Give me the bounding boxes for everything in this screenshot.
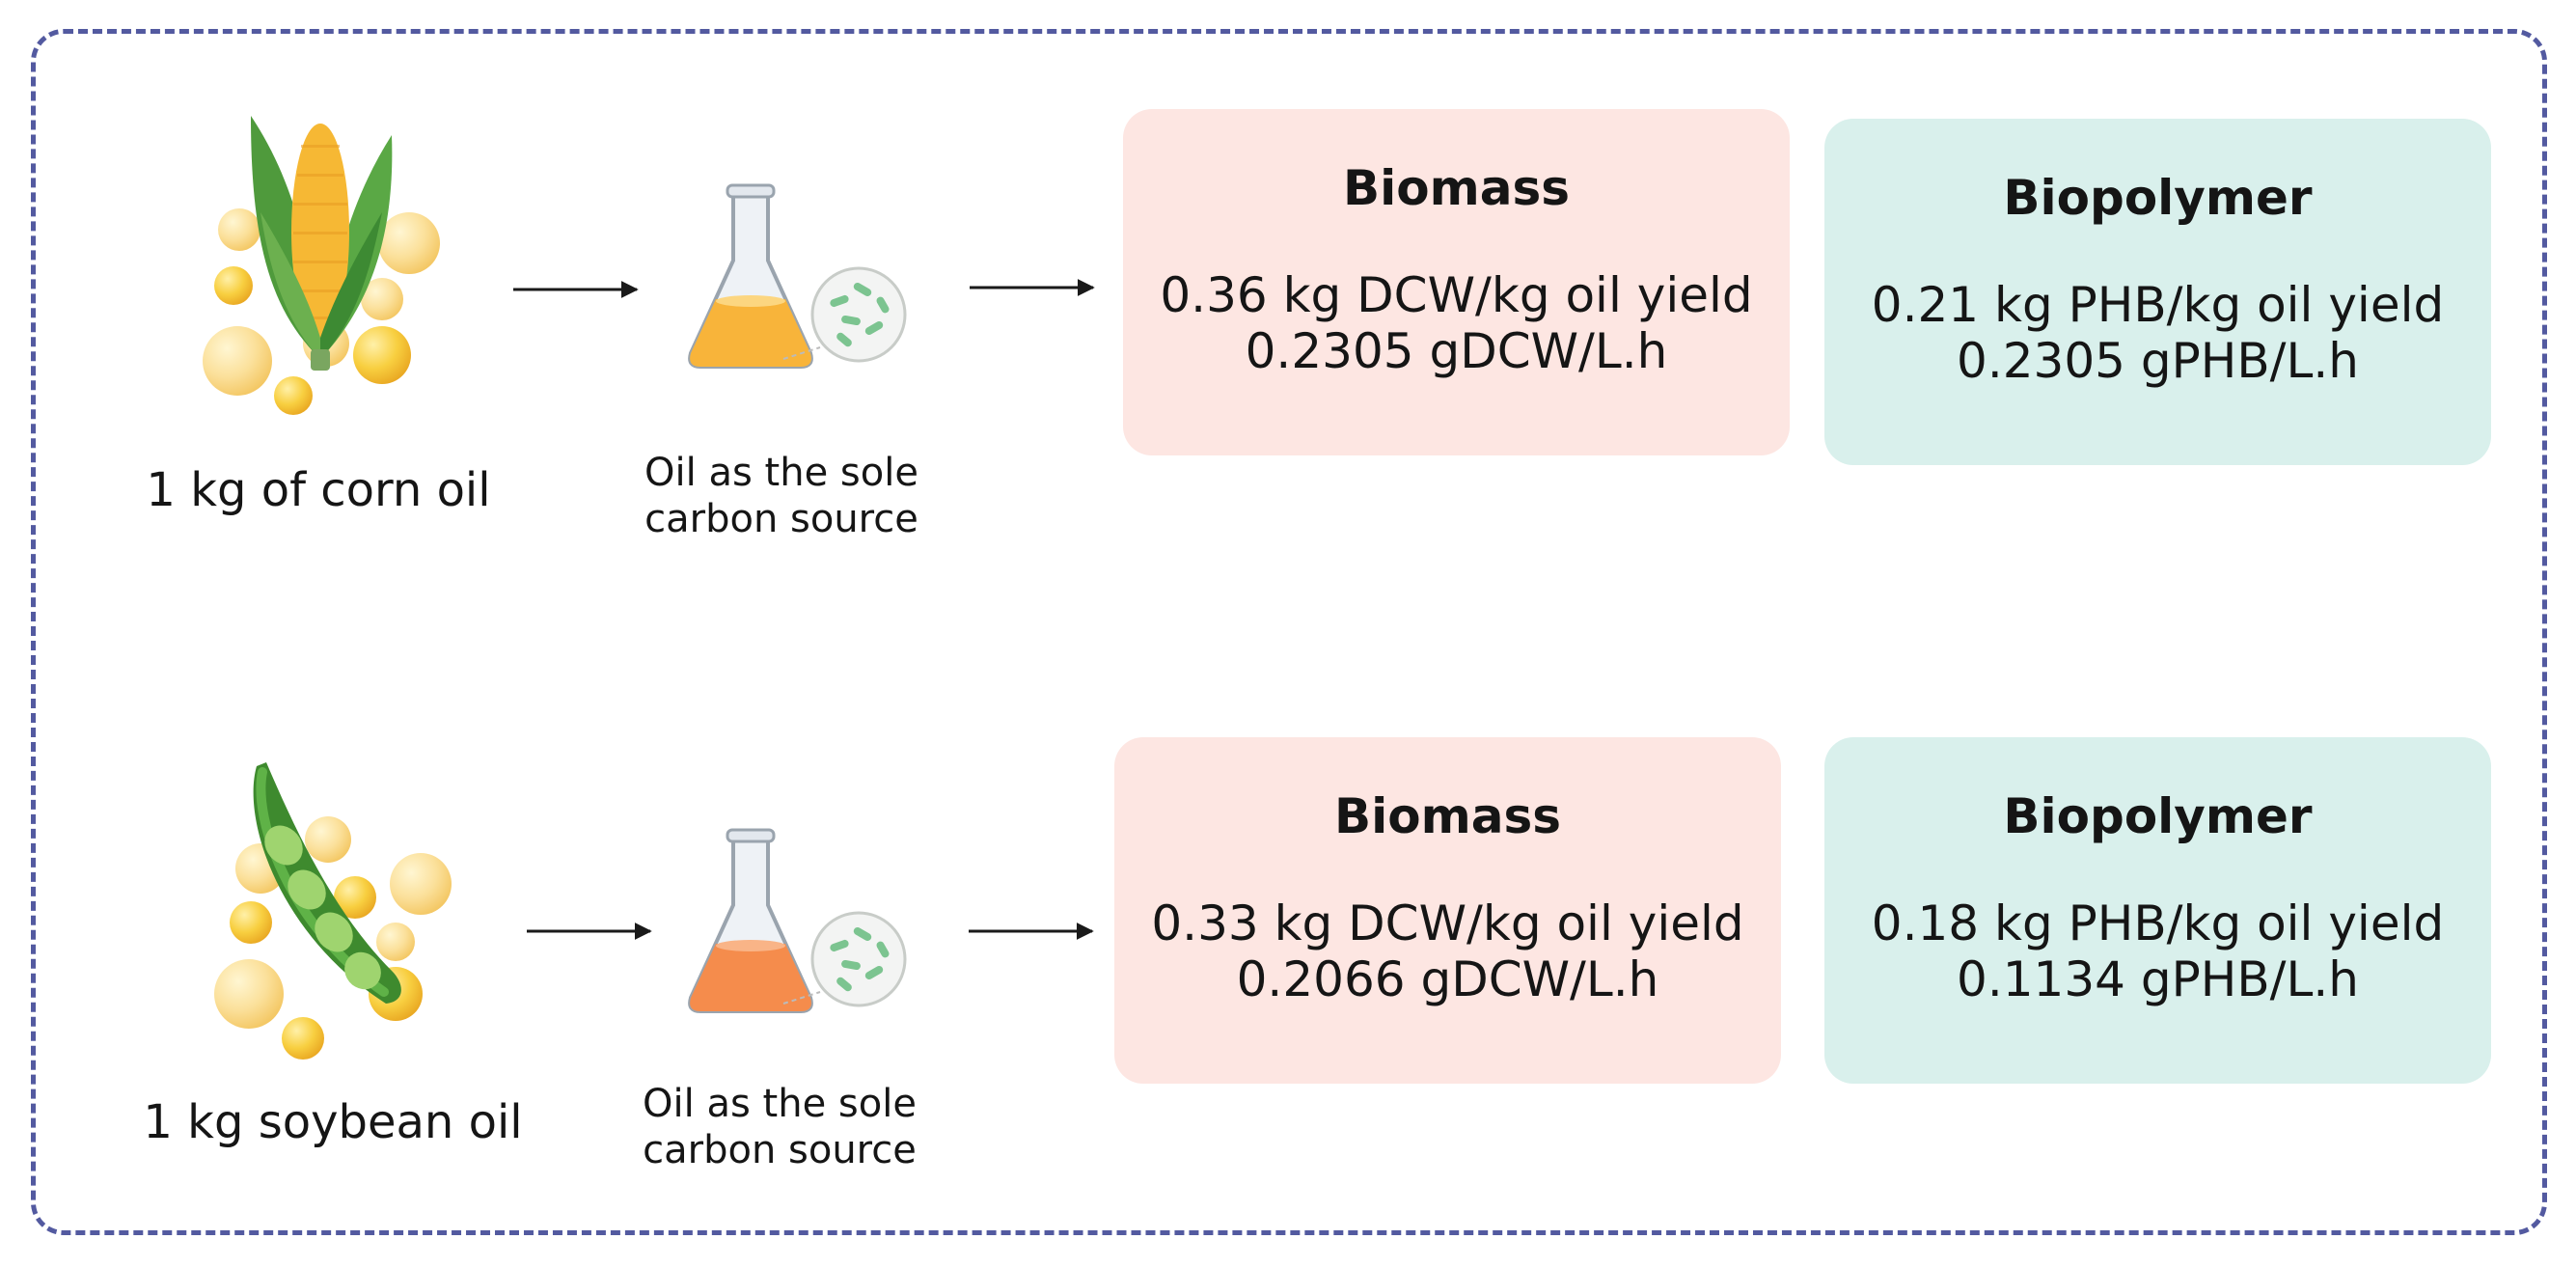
arrow-right-icon [969, 923, 1094, 940]
yield-value: 0.21 kg PHB/kg oil yield [1871, 277, 2445, 333]
arrow-right-icon [513, 281, 639, 298]
flask-caption-line: Oil as the sole [643, 1082, 917, 1126]
yield-value: 0.33 kg DCW/kg oil yield [1151, 895, 1744, 951]
yield-value: 0.36 kg DCW/kg oil yield [1160, 267, 1753, 323]
productivity-value: 0.2305 gDCW/L.h [1245, 323, 1668, 379]
flask-caption: Oil as the sole carbon source [577, 1081, 982, 1173]
productivity-value: 0.1134 gPHB/L.h [1957, 951, 2359, 1007]
box-title: Biopolymer [2003, 788, 2313, 844]
arrow-right-icon [970, 279, 1095, 296]
biomass-box: Biomass 0.36 kg DCW/kg oil yield 0.2305 … [1123, 109, 1790, 455]
bacteria-icon [830, 927, 890, 992]
flask-caption-line: Oil as the sole [644, 451, 918, 495]
soybean-pod-icon [214, 762, 452, 1060]
flask-icon [688, 183, 907, 369]
productivity-value: 0.2066 gDCW/L.h [1236, 951, 1659, 1007]
yield-value: 0.18 kg PHB/kg oil yield [1871, 895, 2445, 951]
box-title: Biomass [1334, 788, 1561, 844]
biopolymer-box: Biopolymer 0.18 kg PHB/kg oil yield 0.11… [1824, 737, 2491, 1084]
flask-icon [688, 828, 907, 1013]
flask-caption: Oil as the sole carbon source [579, 450, 984, 542]
box-title: Biomass [1343, 160, 1570, 216]
source-label: 1 kg of corn oil [146, 463, 491, 517]
source-label: 1 kg soybean oil [143, 1095, 523, 1149]
bacteria-icon [830, 283, 890, 347]
box-title: Biopolymer [2003, 170, 2313, 226]
biomass-box: Biomass 0.33 kg DCW/kg oil yield 0.2066 … [1114, 737, 1781, 1084]
dashed-frame [31, 29, 2547, 1235]
arrow-right-icon [527, 923, 652, 940]
flask-caption-line: carbon source [643, 1128, 917, 1172]
productivity-value: 0.2305 gPHB/L.h [1957, 333, 2359, 389]
corn-icon [203, 116, 440, 415]
biopolymer-box: Biopolymer 0.21 kg PHB/kg oil yield 0.23… [1824, 119, 2491, 465]
flask-caption-line: carbon source [644, 497, 918, 541]
